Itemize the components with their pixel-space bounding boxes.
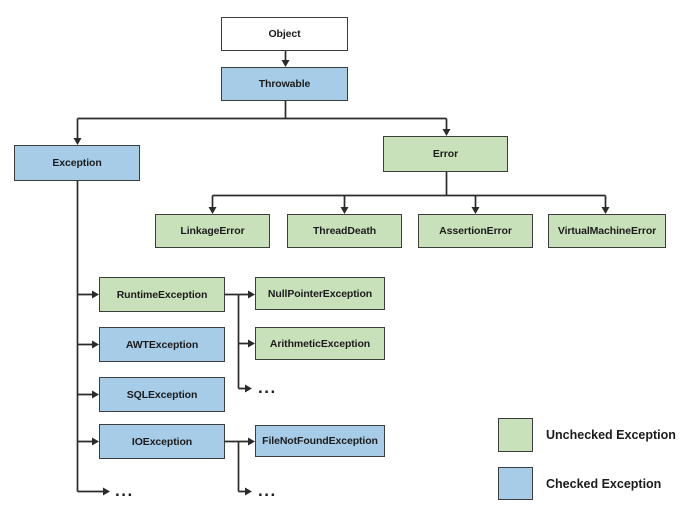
- checked-color-swatch: [498, 467, 533, 500]
- node-file-not-found-exception: FileNotFoundException: [255, 425, 385, 457]
- node-thread-death: ThreadDeath: [287, 214, 402, 248]
- ellipsis-runtime-more: ...: [258, 378, 277, 397]
- node-runtime-exception: RuntimeException: [99, 277, 225, 312]
- node-linkage-error: LinkageError: [155, 214, 270, 248]
- node-object: Object: [221, 17, 348, 51]
- checked-legend-label: Checked Exception: [546, 476, 662, 491]
- node-assertion-error: AssertionError: [418, 214, 533, 248]
- legend-item-unchecked: Unchecked Exception: [498, 418, 676, 452]
- node-sql-exception: SQLException: [99, 377, 225, 412]
- node-io-exception: IOException: [99, 424, 225, 459]
- ellipsis-io-more: ...: [258, 481, 277, 500]
- node-null-pointer-exception: NullPointerException: [255, 277, 385, 310]
- node-throwable: Throwable: [221, 67, 348, 101]
- unchecked-legend-label: Unchecked Exception: [546, 428, 676, 442]
- node-awt-exception: AWTException: [99, 327, 225, 362]
- node-arithmetic-exception: ArithmeticException: [255, 327, 385, 360]
- ellipsis-exception-more: ...: [115, 481, 134, 500]
- unchecked-color-swatch: [498, 418, 533, 452]
- node-error: Error: [383, 136, 508, 172]
- legend-item-checked: Checked Exception: [498, 467, 661, 500]
- node-exception: Exception: [14, 145, 140, 181]
- node-virtual-machine-error: VirtualMachineError: [548, 214, 666, 248]
